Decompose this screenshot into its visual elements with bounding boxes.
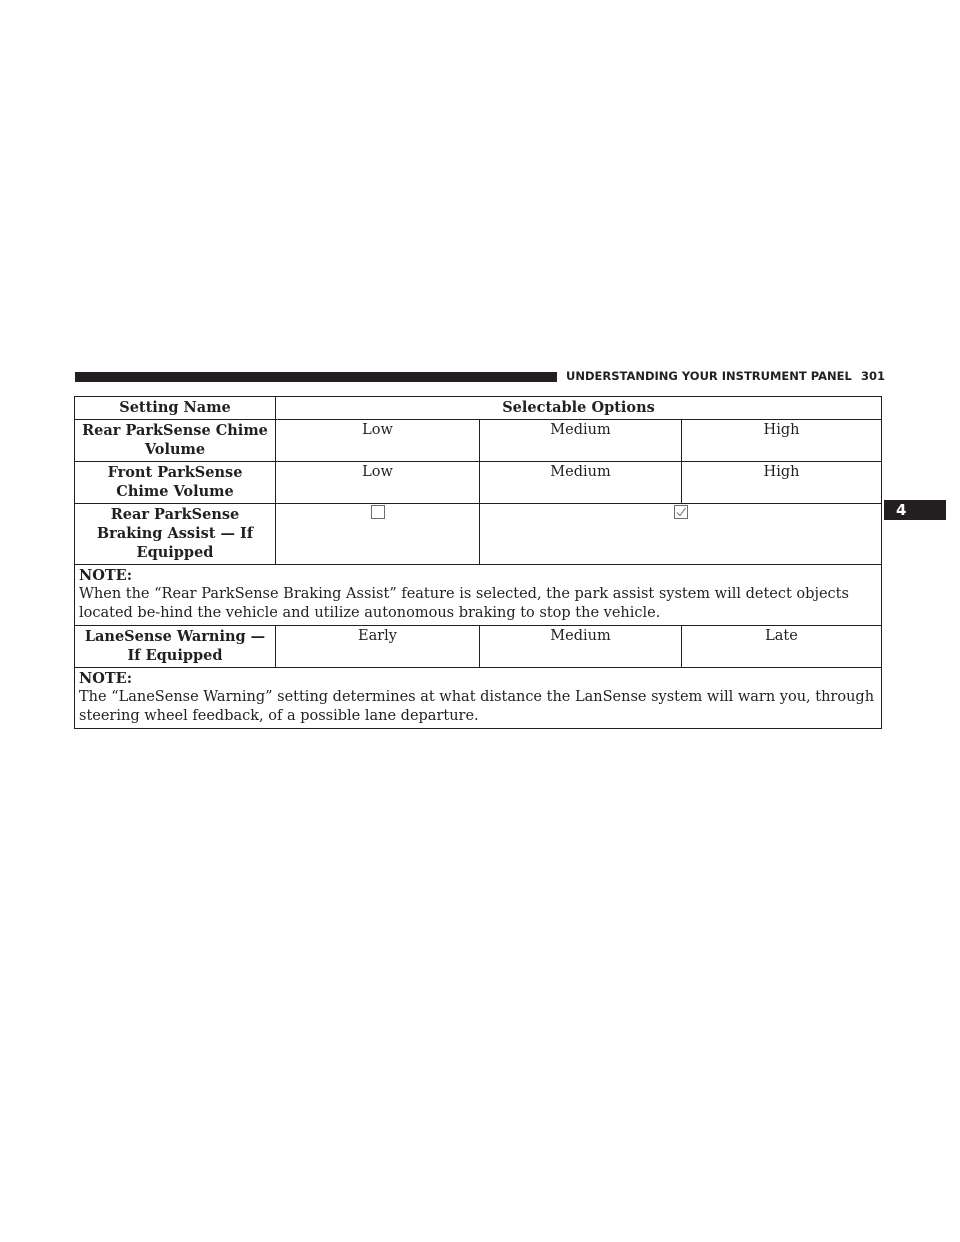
- setting-name: Rear ParkSense Braking Assist — If Equip…: [74, 503, 276, 565]
- option-low: Low: [275, 461, 480, 504]
- option-medium: Medium: [479, 461, 682, 504]
- note-row: NOTE: The “LaneSense Warning” setting de…: [73, 667, 883, 729]
- checkbox-checked-icon[interactable]: [673, 505, 688, 519]
- table-row: LaneSense Warning — If Equipped Early Me…: [74, 625, 883, 668]
- setting-name: LaneSense Warning — If Equipped: [74, 625, 276, 668]
- checkbox-cell-off: [275, 503, 480, 565]
- page-number: 301: [861, 369, 886, 383]
- note-text: When the “Rear ParkSense Braking Assist”…: [79, 586, 849, 621]
- header-rule: [75, 372, 557, 382]
- table-header-row: Setting Name Selectable Options: [74, 396, 883, 420]
- note-label: NOTE:: [79, 670, 133, 687]
- settings-table: Setting Name Selectable Options Rear Par…: [73, 396, 883, 729]
- table-row: Rear ParkSense Braking Assist — If Equip…: [74, 503, 883, 565]
- option-low: Low: [275, 419, 480, 462]
- note-text: The “LaneSense Warning” setting determin…: [79, 689, 875, 724]
- option-late: Late: [680, 625, 883, 668]
- checkbox-unchecked-icon[interactable]: [370, 505, 385, 519]
- note-row: NOTE: When the “Rear ParkSense Braking A…: [73, 564, 883, 626]
- setting-name: Rear ParkSense Chime Volume: [74, 419, 276, 462]
- table-row: Rear ParkSense Chime Volume Low Medium H…: [74, 419, 883, 462]
- note-cell: NOTE: The “LaneSense Warning” setting de…: [73, 667, 883, 729]
- note-label: NOTE:: [79, 567, 133, 584]
- option-high: High: [680, 461, 883, 504]
- checkbox-cell-on: [478, 503, 883, 565]
- note-cell: NOTE: When the “Rear ParkSense Braking A…: [73, 564, 883, 626]
- section-title: UNDERSTANDING YOUR INSTRUMENT PANEL: [566, 369, 852, 383]
- option-medium: Medium: [479, 419, 682, 462]
- col-header-setting: Setting Name: [74, 396, 276, 420]
- option-medium: Medium: [479, 625, 682, 668]
- table-row: Front ParkSense Chime Volume Low Medium …: [74, 461, 883, 504]
- option-early: Early: [275, 625, 480, 668]
- col-header-options: Selectable Options: [274, 396, 883, 420]
- option-high: High: [680, 419, 883, 462]
- chapter-tab: 4: [884, 500, 946, 520]
- setting-name: Front ParkSense Chime Volume: [74, 461, 276, 504]
